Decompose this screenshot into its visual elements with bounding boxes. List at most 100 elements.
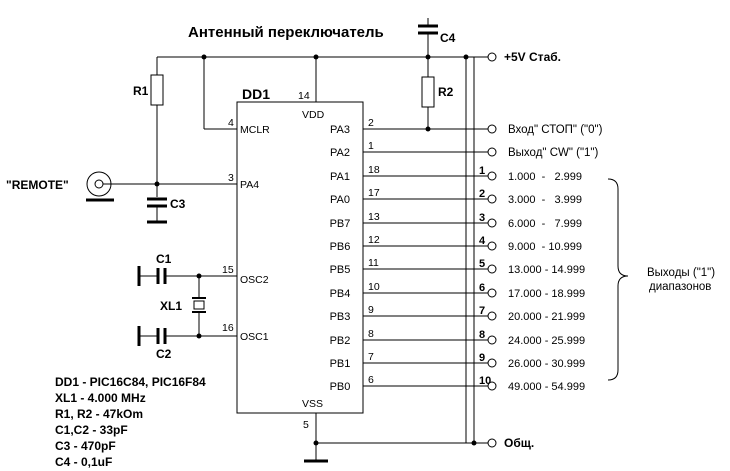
output-terminal <box>487 358 497 368</box>
right-pin-port: PB1 <box>330 358 351 370</box>
left-pin-number: 16 <box>222 322 234 334</box>
band-range: 13.000 - 14.999 <box>508 264 585 276</box>
left-pin-name: OSC1 <box>240 331 269 343</box>
c2-label: C2 <box>156 347 172 361</box>
output-number: 4 <box>479 235 486 247</box>
power-terminal <box>487 52 497 62</box>
outputs-label-line1: Выходы ("1") <box>647 267 715 279</box>
right-pin-port: PB7 <box>330 218 351 230</box>
mclr-wire <box>203 57 237 130</box>
output-terminal <box>487 335 497 345</box>
right-pin-number: 6 <box>368 374 374 386</box>
remote-jack-inner <box>94 179 104 189</box>
left-pin-number: 4 <box>228 117 234 129</box>
left-pin-name: PA4 <box>240 179 259 191</box>
capacitor-c3: C3 <box>147 197 186 224</box>
c4-label: C4 <box>440 31 456 45</box>
right-pin-number: 11 <box>368 257 379 269</box>
output-number: 10 <box>479 375 491 387</box>
output-terminal <box>487 311 497 321</box>
rails <box>465 57 475 443</box>
resistor-r2: R2 <box>421 57 454 132</box>
right-pin-number: 10 <box>368 281 380 293</box>
capacitor-c4: C4 <box>418 18 456 57</box>
parts-list-item: C4 - 0,1uF <box>55 455 112 469</box>
parts-list-item: XL1 - 4.000 MHz <box>55 391 146 405</box>
output-number: 5 <box>479 258 485 270</box>
output-number: 6 <box>479 282 485 294</box>
control-line-label: Выход" CW" ("1") <box>508 147 599 159</box>
output-terminal <box>487 218 497 228</box>
power-rail: +5V Стаб. <box>156 50 561 75</box>
right-pin-port: PB2 <box>330 335 351 347</box>
right-pin-number: 8 <box>368 328 374 340</box>
left-pin-number: 15 <box>222 264 234 276</box>
right-pin-port: PB3 <box>330 311 351 323</box>
right-pin-number: 13 <box>368 211 380 223</box>
band-range: 9.000 - 10.999 <box>508 241 582 253</box>
output-terminal <box>487 147 497 157</box>
parts-list-item: R1, R2 - 47kOm <box>55 407 143 421</box>
right-pin-number: 2 <box>368 117 374 129</box>
left-pin-number: 3 <box>228 172 234 184</box>
c1-label: C1 <box>156 252 172 266</box>
band-range: 6.000 - 7.999 <box>508 218 582 230</box>
output-terminal <box>487 194 497 204</box>
vdd-pin-number: 14 <box>298 90 310 102</box>
resistor-r1: R1 <box>133 74 164 197</box>
right-pin-port: PB4 <box>330 288 351 300</box>
diagram-title: Антенный переключатель <box>188 24 384 41</box>
power-label: +5V Стаб. <box>504 50 561 64</box>
right-pin-port: PB0 <box>330 381 351 393</box>
right-pin-number: 18 <box>368 164 380 176</box>
ground-terminal <box>487 438 497 448</box>
band-range: 1.000 - 2.999 <box>508 171 582 183</box>
output-terminal <box>487 288 497 298</box>
vdd-pin-name: VDD <box>302 109 325 121</box>
ground-rail: Общ. <box>304 413 534 463</box>
r1-label: R1 <box>133 84 149 98</box>
right-pin-port: PA3 <box>330 124 350 136</box>
vss-pin-name: VSS <box>302 398 323 410</box>
band-range: 20.000 - 21.999 <box>508 311 585 323</box>
output-terminal <box>487 124 497 134</box>
output-terminal <box>487 381 497 391</box>
right-pin-port: PB5 <box>330 264 351 276</box>
right-pin-port: PB6 <box>330 241 351 253</box>
output-terminal <box>487 264 497 274</box>
output-number: 8 <box>479 329 485 341</box>
outputs-label-line2: диапазонов <box>649 281 711 293</box>
output-number: 2 <box>479 188 485 200</box>
right-pin-port: PA0 <box>330 194 350 206</box>
remote-label: "REMOTE" <box>6 178 69 192</box>
c3-label: C3 <box>170 197 186 211</box>
left-pin-name: MCLR <box>240 124 270 136</box>
right-pin-number: 7 <box>368 351 374 363</box>
right-pin-port: PA2 <box>330 147 350 159</box>
right-pin-number: 12 <box>368 234 380 246</box>
oscillator-section: C1 XL1 C2 <box>137 252 237 361</box>
chip-dd1: DD1 14 VDD VSS 5 4 MCLR 3 PA4 15 OSC2 16… <box>222 86 364 431</box>
outputs-brace: Выходы ("1") диапазонов <box>607 178 715 381</box>
r2-label: R2 <box>438 85 454 99</box>
right-pin-number: 1 <box>368 140 374 152</box>
chip-name: DD1 <box>242 86 270 102</box>
right-pin-port: PA1 <box>330 171 350 183</box>
output-number: 7 <box>479 305 485 317</box>
parts-list-item: DD1 - PIC16C84, PIC16F84 <box>55 375 206 389</box>
xl1-label: XL1 <box>160 299 182 313</box>
control-line-label: Вход" СТОП" ("0") <box>508 124 603 136</box>
right-pin-number: 17 <box>368 187 380 199</box>
parts-list-item: C3 - 470pF <box>55 439 116 453</box>
parts-list-item: C1,C2 - 33pF <box>55 423 128 437</box>
parts-list: DD1 - PIC16C84, PIC16F84 XL1 - 4.000 MHz… <box>55 375 206 469</box>
ground-label: Общ. <box>504 436 534 450</box>
output-number: 9 <box>479 352 485 364</box>
band-range: 26.000 - 30.999 <box>508 358 585 370</box>
output-number: 1 <box>479 165 485 177</box>
output-terminal <box>487 241 497 251</box>
left-pin-name: OSC2 <box>240 274 269 286</box>
